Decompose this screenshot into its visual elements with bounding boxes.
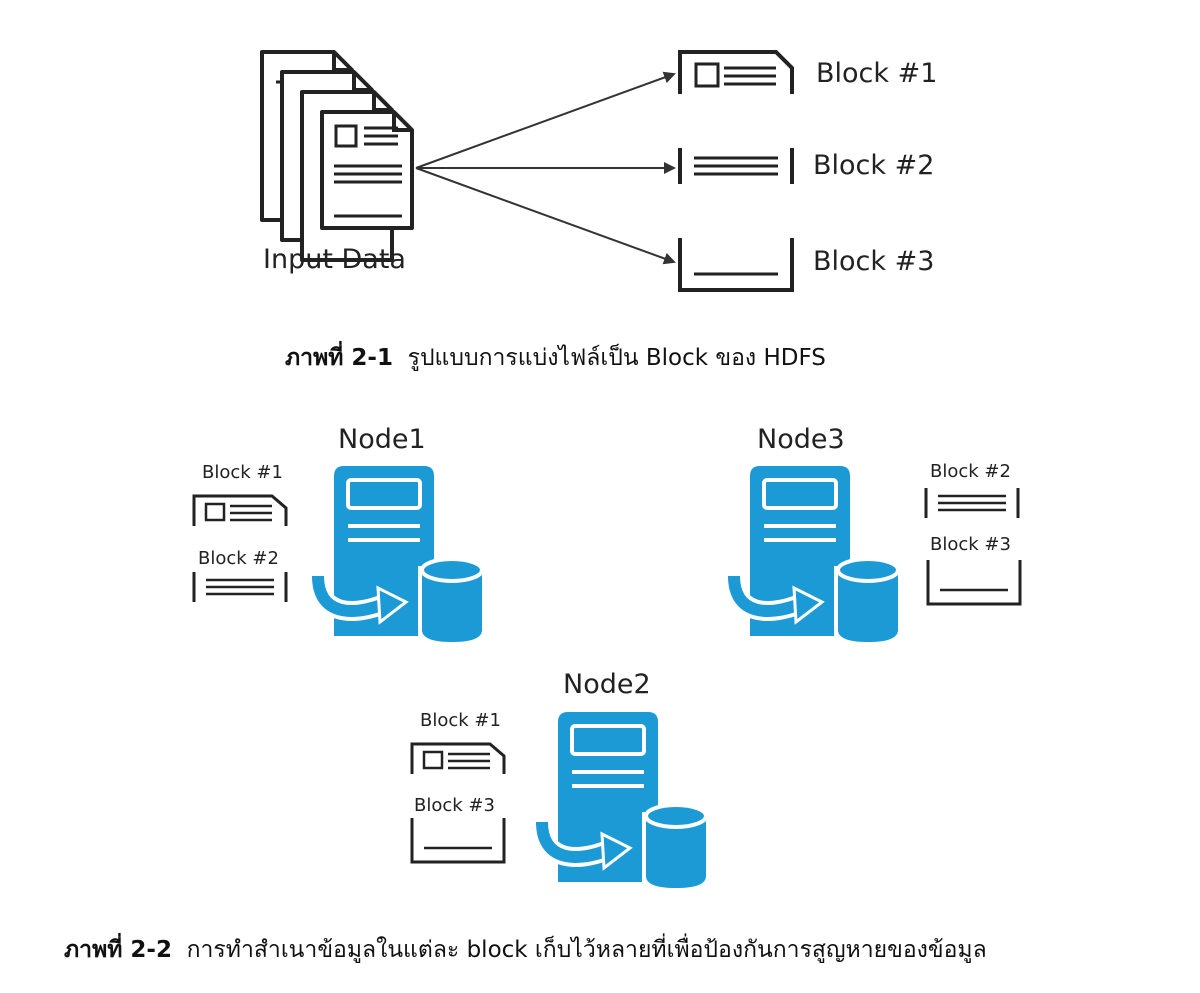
node1-label: Node1 <box>338 424 426 455</box>
server-node-icon-node3 <box>734 466 902 642</box>
caption-text: การทำสำเนาข้อมูลในแต่ละ block เก็บไว้หลา… <box>186 937 987 963</box>
block-3-label: Block #3 <box>813 246 935 277</box>
caption-prefix: ภาพที่ 2-2 <box>64 937 172 963</box>
node2-block-label: Block #3 <box>414 795 495 816</box>
node2-block-label: Block #1 <box>420 710 501 731</box>
node2-label: Node2 <box>563 669 651 700</box>
caption-prefix: ภาพที่ 2-1 <box>285 345 393 371</box>
block-1-label: Block #1 <box>816 58 938 89</box>
input-data-label: Input Data <box>263 244 406 275</box>
caption-text: รูปแบบการแบ่งไฟล์เป็น Block ของ HDFS <box>407 345 826 371</box>
server-node-icon-node2 <box>542 712 710 888</box>
node3-block-label: Block #2 <box>930 461 1011 482</box>
figure-2-caption: ภาพที่ 2-2 การทำสำเนาข้อมูลในแต่ละ block… <box>64 932 987 968</box>
node1-block-label: Block #2 <box>198 548 279 569</box>
node3-block-label: Block #3 <box>930 534 1011 555</box>
node1-block-label: Block #1 <box>202 462 283 483</box>
block-2-label: Block #2 <box>813 150 935 181</box>
figure-1-caption: ภาพที่ 2-1 รูปแบบการแบ่งไฟล์เป็น Block ข… <box>285 340 826 376</box>
server-node-icon-node1 <box>318 466 486 642</box>
node3-label: Node3 <box>757 424 845 455</box>
